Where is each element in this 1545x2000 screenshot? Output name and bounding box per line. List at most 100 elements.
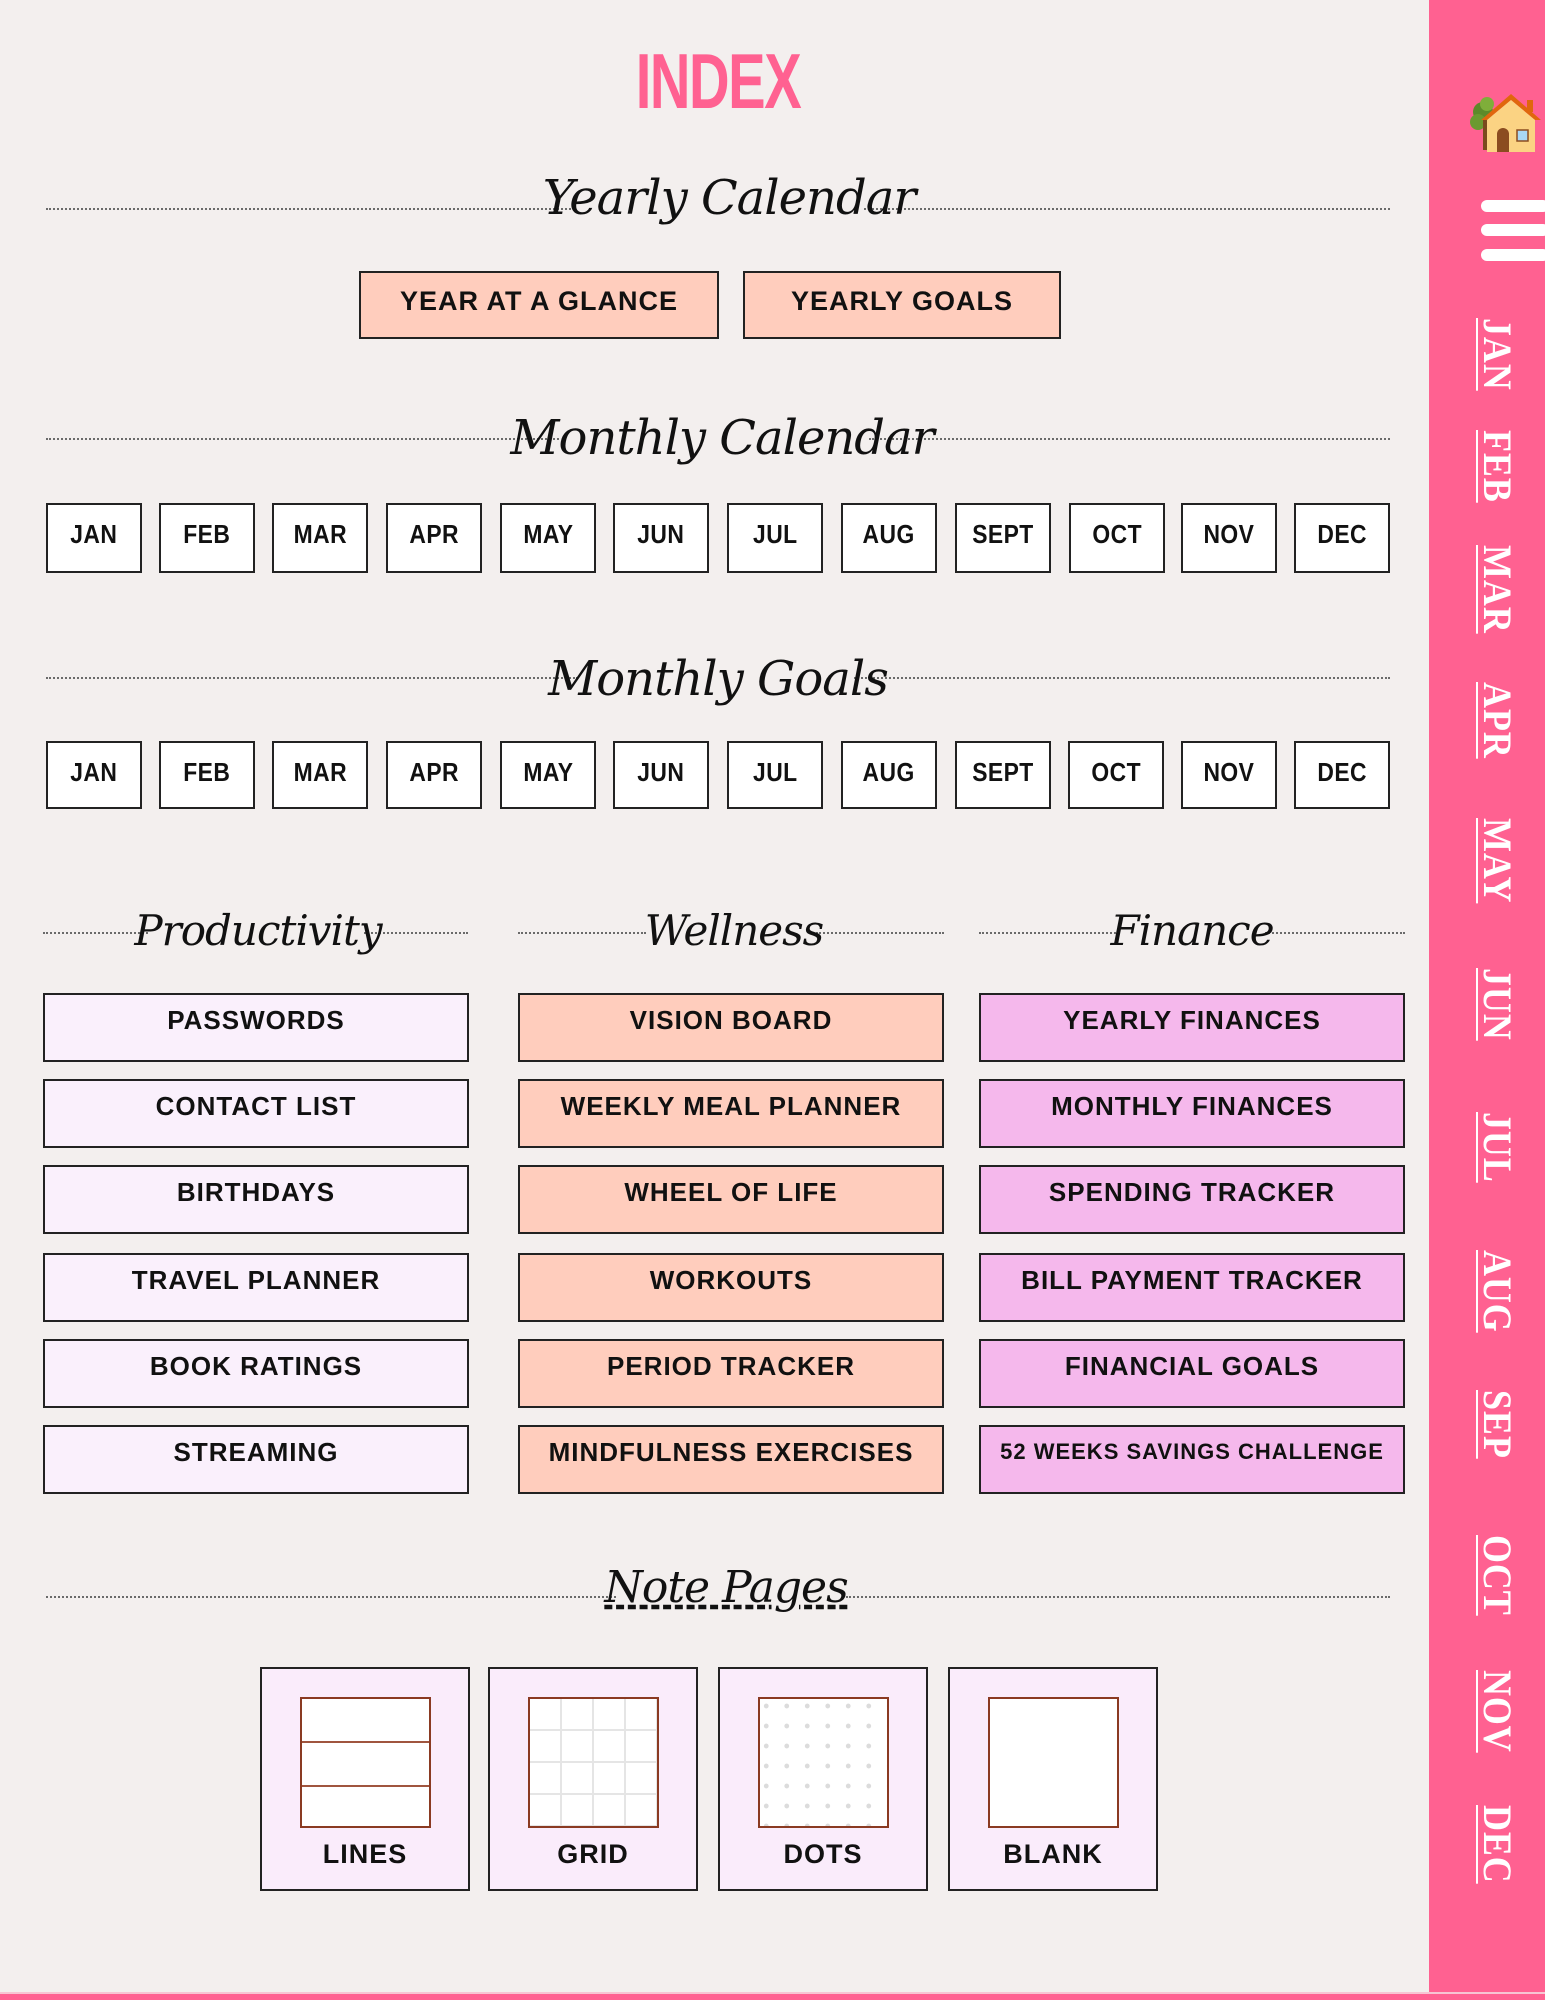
bill-payment-tracker-button[interactable]: BILL PAYMENT TRACKER [979,1253,1405,1322]
tab-label: AUG [1475,1250,1520,1333]
tab-label: JUN [1475,968,1520,1041]
yearly-calendar-header: Yearly Calendar [46,170,1390,228]
section-heading: Note Pages [604,1562,848,1613]
button-label: BOOK RATINGS [149,1351,363,1381]
monthly-goals-sept[interactable]: SEPT [955,741,1051,809]
productivity-header: Productivity [43,906,468,955]
divider-left [518,932,646,934]
monthly-goals-feb[interactable]: FEB [159,741,255,809]
button-label: WEEKLY MEAL PLANNER [560,1091,902,1121]
section-heading: Wellness [644,906,824,955]
vision-board-button[interactable]: VISION BOARD [518,993,944,1062]
workouts-button[interactable]: WORKOUTS [518,1253,944,1322]
section-heading: Monthly Goals [548,651,889,707]
book-ratings-button[interactable]: BOOK RATINGS [43,1339,469,1408]
lined-page-icon [300,1697,431,1828]
button-label: VISION BOARD [629,1005,833,1035]
tab-label: MAR [1475,545,1520,634]
month-label: DEC [1317,519,1367,549]
tab-label: SEP [1475,1390,1520,1459]
weekly-meal-planner-button[interactable]: WEEKLY MEAL PLANNER [518,1079,944,1148]
button-label: PERIOD TRACKER [606,1351,855,1381]
section-heading: Yearly Calendar [542,170,917,226]
divider-right [1265,932,1405,934]
monthly-calendar-mar[interactable]: MAR [272,503,368,573]
finance-header: Finance [979,906,1405,955]
divider-left [46,438,559,440]
month-label: AUG [862,519,916,549]
note-pages-header: Note Pages [46,1562,1390,1616]
button-label: STREAMING [173,1437,339,1467]
note-page-lines[interactable]: LINES [260,1667,470,1891]
rule-line [302,1741,429,1743]
monthly-goals-oct[interactable]: OCT [1068,741,1164,809]
note-page-label: GRID [557,1839,629,1869]
tab-label: JUL [1475,1112,1520,1183]
monthly-finances-button[interactable]: MONTHLY FINANCES [979,1079,1405,1148]
monthly-goals-aug[interactable]: AUG [841,741,937,809]
note-page-blank[interactable]: BLANK [948,1667,1158,1891]
month-label: JAN [70,757,118,787]
birthdays-button[interactable]: BIRTHDAYS [43,1165,469,1234]
monthly-calendar-jul[interactable]: JUL [727,503,823,573]
financial-goals-button[interactable]: FINANCIAL GOALS [979,1339,1405,1408]
monthly-calendar-feb[interactable]: FEB [159,503,255,573]
monthly-goals-header: Monthly Goals [46,651,1390,707]
monthly-calendar-jan[interactable]: JAN [46,503,142,573]
monthly-calendar-oct[interactable]: OCT [1069,503,1165,573]
button-label: MINDFULNESS EXERCISES [548,1437,914,1467]
monthly-calendar-jun[interactable]: JUN [613,503,709,573]
monthly-goals-apr[interactable]: APR [386,741,482,809]
monthly-goals-jun[interactable]: JUN [613,741,709,809]
house-with-garden-icon[interactable] [1469,90,1543,156]
52-weeks-savings-challenge-button[interactable]: 52 WEEKS SAVINGS CHALLENGE [979,1425,1405,1494]
month-label: FEB [183,519,231,549]
divider-left [46,677,578,679]
tab-label: APR [1475,682,1520,759]
mindfulness-exercises-button[interactable]: MINDFULNESS EXERCISES [518,1425,944,1494]
month-label: APR [409,519,459,549]
divider-right [364,932,468,934]
button-label: YEARLY FINANCES [1063,1005,1321,1035]
divider-left [43,932,148,934]
travel-planner-button[interactable]: TRAVEL PLANNER [43,1253,469,1322]
period-tracker-button[interactable]: PERIOD TRACKER [518,1339,944,1408]
contact-list-button[interactable]: CONTACT LIST [43,1079,469,1148]
month-label: FEB [183,757,231,787]
divider-left [46,208,571,210]
streaming-button[interactable]: STREAMING [43,1425,469,1494]
note-page-dots[interactable]: DOTS [718,1667,928,1891]
hamburger-menu-icon[interactable] [1481,200,1545,262]
wheel-of-life-button[interactable]: WHEEL OF LIFE [518,1165,944,1234]
year-at-a-glance-button[interactable]: YEAR AT A GLANCE [359,271,719,339]
spending-tracker-button[interactable]: SPENDING TRACKER [979,1165,1405,1234]
monthly-calendar-dec[interactable]: DEC [1294,503,1390,573]
monthly-calendar-aug[interactable]: AUG [841,503,937,573]
monthly-goals-dec[interactable]: DEC [1294,741,1390,809]
section-heading: Productivity [134,906,382,955]
yearly-goals-button[interactable]: YEARLY GOALS [743,271,1061,339]
monthly-goals-jan[interactable]: JAN [46,741,142,809]
note-page-grid[interactable]: GRID [488,1667,698,1891]
button-label: BILL PAYMENT TRACKER [1021,1265,1363,1295]
divider-right [846,1596,1390,1598]
monthly-calendar-nov[interactable]: NOV [1181,503,1277,573]
month-tab-sidebar: JAN FEB MAR APR MAY JUN JUL AUG SEP OCT … [1429,0,1545,1994]
monthly-goals-jul[interactable]: JUL [727,741,823,809]
button-label: YEARLY GOALS [790,286,1014,316]
month-label: SEPT [972,757,1034,787]
yearly-finances-button[interactable]: YEARLY FINANCES [979,993,1405,1062]
monthly-calendar-sept[interactable]: SEPT [955,503,1051,573]
month-label: MAR [293,519,347,549]
passwords-button[interactable]: PASSWORDS [43,993,469,1062]
button-label: BIRTHDAYS [176,1177,336,1207]
monthly-goals-nov[interactable]: NOV [1181,741,1277,809]
monthly-calendar-apr[interactable]: APR [386,503,482,573]
monthly-calendar-may[interactable]: MAY [500,503,596,573]
monthly-goals-mar[interactable]: MAR [272,741,368,809]
monthly-goals-may[interactable]: MAY [500,741,596,809]
note-page-label: DOTS [783,1839,863,1869]
month-label: NOV [1203,519,1255,549]
page-title: INDEX [635,37,802,125]
button-label: WHEEL OF LIFE [624,1177,838,1207]
